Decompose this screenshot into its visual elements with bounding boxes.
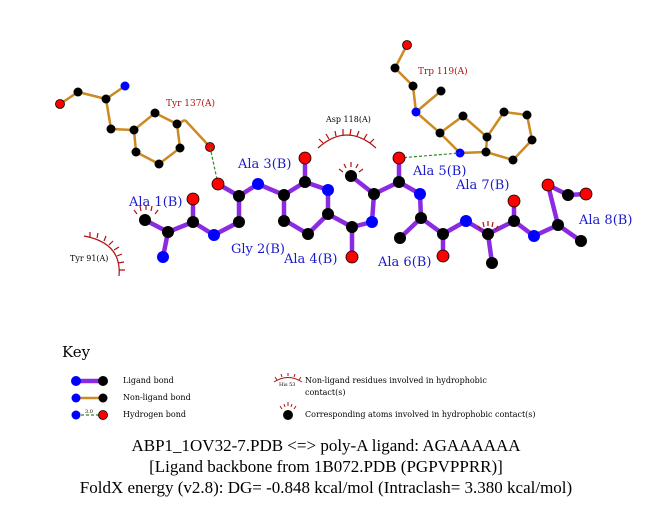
residue-tyr137	[59, 84, 211, 166]
label-tyr91: Tyr 91(A)	[70, 254, 108, 263]
caption-line-1: ABP1_1OV32-7.PDB <=> poly-A ligand: AGAA…	[131, 436, 521, 455]
key-nonligand-bond-sample	[71, 393, 108, 403]
label-trp119: Trp 119(A)	[418, 66, 468, 77]
key-hbond-length: 3.0	[85, 409, 93, 415]
label-gly2: Gly 2(B)	[231, 242, 285, 257]
key-ligand-bond-label: Ligand bond	[123, 376, 174, 385]
caption: ABP1_1OV32-7.PDB <=> poly-A ligand: AGAA…	[80, 436, 572, 497]
label-ala4: Ala 4(B)	[283, 252, 337, 267]
hydrophobic-atom-ala1	[133, 205, 159, 215]
caption-line-3: FoldX energy (v2.8): DG= -0.848 kcal/mol…	[80, 478, 572, 497]
label-ala8: Ala 8(B)	[578, 213, 632, 228]
ligand-bonds	[142, 155, 589, 266]
key-hydrophobic-residue-sample	[273, 373, 303, 383]
caption-line-2: [Ligand backbone from 1B072.PDB (PGPVPPR…	[149, 457, 503, 476]
residue-tyr137-atoms	[55, 81, 215, 169]
ligand-atoms	[139, 151, 593, 269]
key-hbond-sample	[71, 410, 108, 420]
label-ala5: Ala 5(B)	[412, 164, 466, 179]
hydrophobic-atom-ala4	[338, 162, 364, 173]
hydrophobic-atom-ala7	[477, 221, 499, 231]
key-hydrophobic-residues-label-1: Non-ligand residues involved in hydropho…	[305, 376, 487, 385]
hydrophobic-arc-asp118	[317, 128, 377, 149]
key-nonligand-bond-label: Non-ligand bond	[123, 393, 191, 402]
label-ala6: Ala 6(B)	[377, 255, 431, 270]
hydrophobic-arc-tyr91	[83, 232, 125, 277]
key-hydrophobic-residues-label-2: contact(s)	[305, 388, 345, 397]
key-hydrophobic-atom-sample	[279, 402, 297, 420]
label-tyr137: Tyr 137(A)	[166, 98, 215, 109]
label-ala3: Ala 3(B)	[237, 157, 291, 172]
label-asp118: Asp 118(A)	[325, 115, 371, 124]
key-hydrophobic-residue-example: His 53	[279, 382, 295, 388]
key-ligand-bond-sample	[71, 376, 108, 386]
key-hydrophobic-atoms-label: Corresponding atoms involved in hydropho…	[305, 410, 536, 419]
key-legend: Key Ligand bond Non-ligand bond 3.0 Hydr…	[62, 343, 536, 420]
key-hbond-label: Hydrogen bond	[123, 410, 186, 419]
label-ala7: Ala 7(B)	[455, 178, 509, 193]
residue-trp119-atoms	[390, 40, 537, 165]
residue-trp119	[393, 44, 534, 162]
label-ala1: Ala 1(B)	[128, 195, 182, 210]
key-title: Key	[62, 343, 91, 361]
